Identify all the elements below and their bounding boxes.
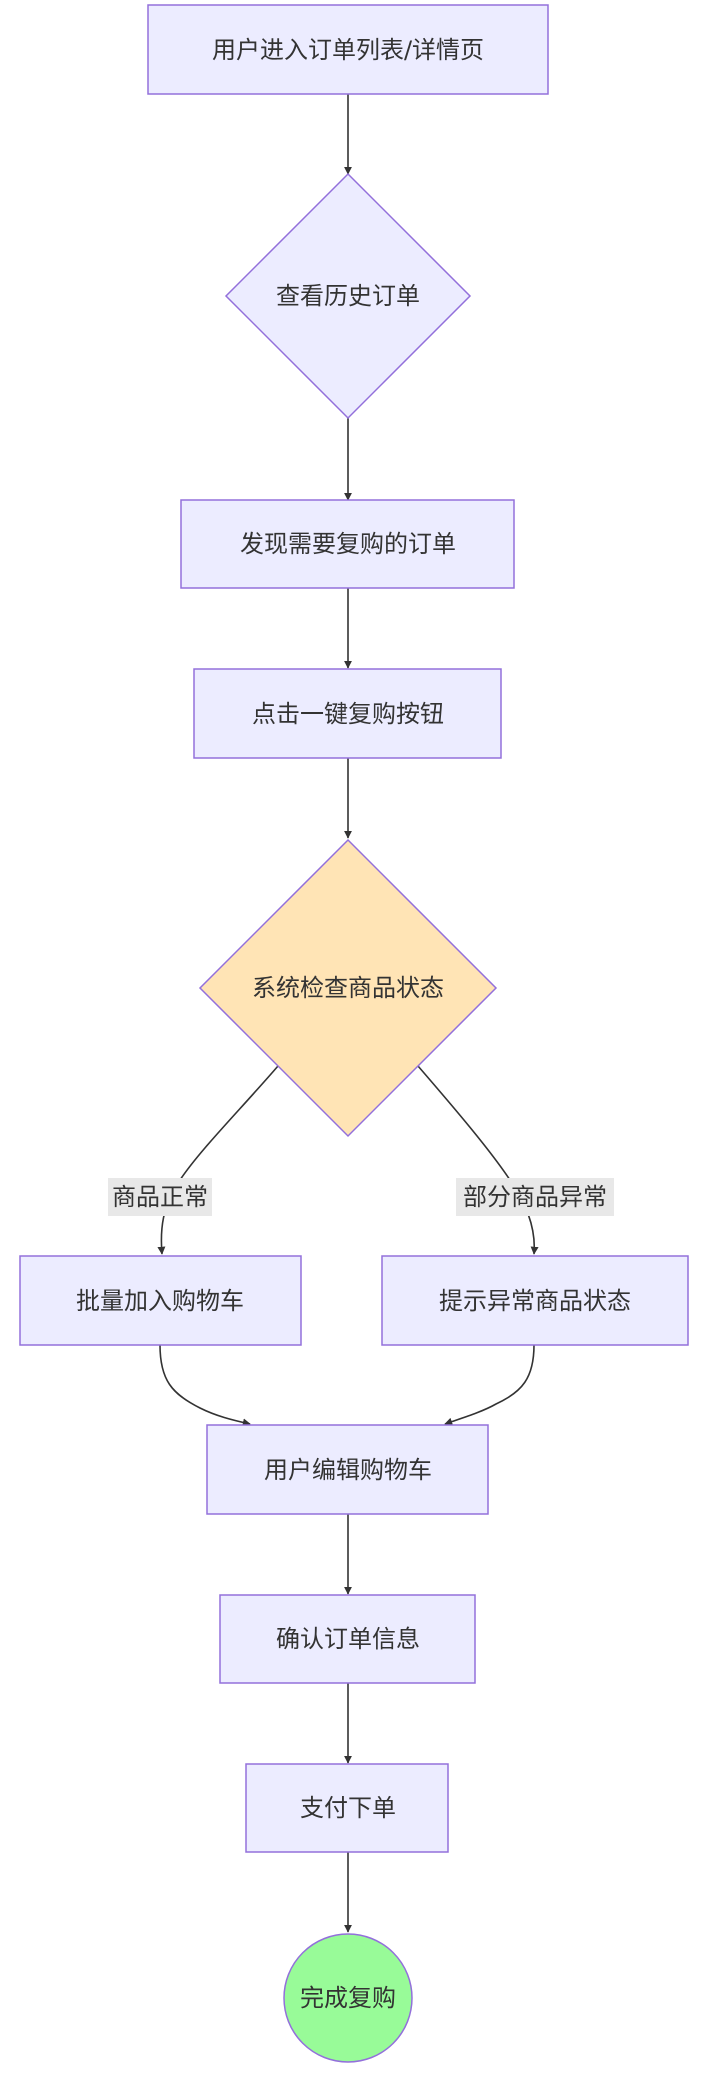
edge-label-normal: 商品正常: [108, 1178, 212, 1216]
node-batch-add: 批量加入购物车: [19, 1255, 302, 1346]
node-edit-cart-label: 用户编辑购物车: [264, 1456, 432, 1484]
node-find-order-label: 发现需要复购的订单: [240, 530, 456, 558]
edges: [157, 94, 539, 1933]
edge-check-to-batch: [157, 1065, 279, 1255]
node-pay-order: 支付下单: [245, 1763, 449, 1853]
node-click-rebuy-label: 点击一键复购按钮: [252, 700, 444, 728]
node-enter-orders: 用户进入订单列表/详情页: [147, 4, 549, 95]
node-view-history: 查看历史订单: [224, 172, 472, 420]
edge-check-to-abnormal: [417, 1065, 539, 1255]
edge-label-normal-text: 商品正常: [112, 1183, 208, 1211]
node-confirm-order: 确认订单信息: [219, 1594, 476, 1684]
node-show-abnormal: 提示异常商品状态: [381, 1255, 689, 1346]
node-complete-rebuy-label: 完成复购: [300, 1984, 396, 2012]
edge-label-partial-abnormal: 部分商品异常: [456, 1178, 614, 1216]
edge-abnormal-to-edit: [444, 1344, 535, 1426]
node-complete-rebuy: 完成复购: [283, 1933, 413, 2063]
node-check-status-label: 系统检查商品状态: [252, 974, 444, 1002]
node-view-history-label: 查看历史订单: [276, 282, 420, 310]
node-edit-cart: 用户编辑购物车: [206, 1424, 489, 1515]
node-find-order: 发现需要复购的订单: [180, 499, 515, 589]
node-check-status: 系统检查商品状态: [198, 838, 498, 1138]
node-click-rebuy: 点击一键复购按钮: [193, 668, 502, 759]
edge-batch-to-edit: [159, 1344, 251, 1427]
node-show-abnormal-label: 提示异常商品状态: [439, 1287, 631, 1315]
node-batch-add-label: 批量加入购物车: [76, 1287, 244, 1315]
edge-label-partial-abnormal-text: 部分商品异常: [463, 1183, 607, 1211]
node-pay-order-label: 支付下单: [300, 1794, 396, 1822]
node-enter-orders-label: 用户进入订单列表/详情页: [212, 36, 484, 64]
node-confirm-order-label: 确认订单信息: [276, 1625, 420, 1653]
